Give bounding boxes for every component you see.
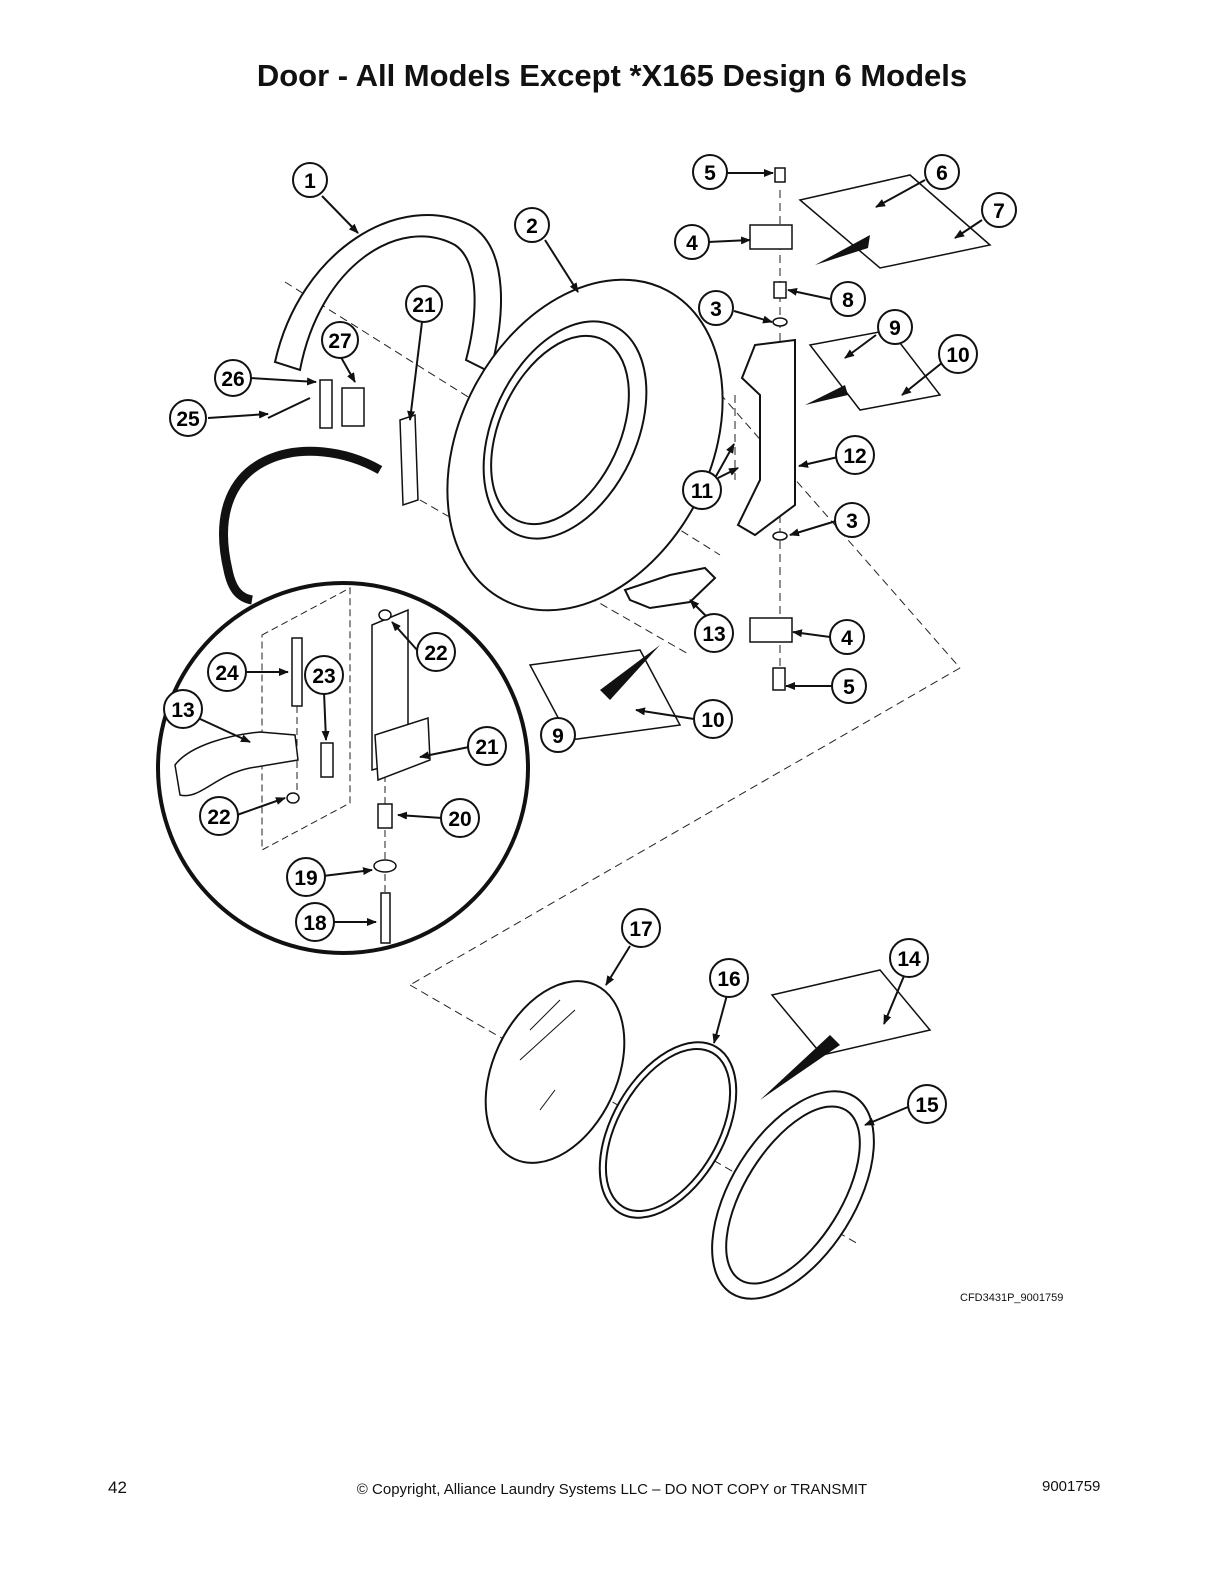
- svg-text:20: 20: [448, 808, 471, 831]
- callout-24: 24: [207, 652, 247, 692]
- callout-10-top: 10: [938, 334, 978, 374]
- callout-3-bottom: 3: [834, 502, 870, 538]
- callout-9-bottom: 9: [540, 717, 576, 753]
- svg-text:6: 6: [936, 162, 948, 185]
- callout-1: 1: [292, 162, 328, 198]
- callout-12: 12: [835, 435, 875, 475]
- svg-text:10: 10: [946, 344, 969, 367]
- callout-13-detail: 13: [163, 689, 203, 729]
- callout-3-top: 3: [698, 290, 734, 326]
- callout-2: 2: [514, 207, 550, 243]
- callout-4-top: 4: [674, 224, 710, 260]
- svg-text:13: 13: [702, 623, 725, 646]
- callout-20: 20: [440, 798, 480, 838]
- svg-text:14: 14: [897, 948, 921, 971]
- svg-text:13: 13: [171, 699, 194, 722]
- callouts: 1 2 5 6 7 4 8 3 9 10 21 27 26 25 12 11 3…: [163, 154, 1017, 1124]
- door-seal-part: [273, 214, 503, 374]
- svg-text:12: 12: [843, 445, 866, 468]
- callout-13-top: 13: [694, 613, 734, 653]
- latch-parts: [267, 379, 419, 507]
- svg-text:2: 2: [526, 215, 538, 238]
- callout-25: 25: [169, 399, 207, 437]
- document-number: 9001759: [1042, 1478, 1101, 1495]
- copyright-notice: © Copyright, Alliance Laundry Systems LL…: [356, 1481, 868, 1498]
- svg-text:5: 5: [704, 162, 716, 185]
- callout-5-top: 5: [692, 154, 728, 190]
- svg-text:4: 4: [686, 232, 698, 255]
- callout-21-top: 21: [405, 285, 443, 323]
- svg-text:16: 16: [717, 968, 740, 991]
- svg-text:27: 27: [328, 330, 351, 353]
- door-frame-part: [446, 278, 724, 612]
- callout-14: 14: [889, 938, 929, 978]
- callout-11: 11: [682, 470, 722, 510]
- svg-text:11: 11: [691, 480, 714, 503]
- svg-text:4: 4: [841, 627, 853, 650]
- page-number: 42: [108, 1478, 127, 1497]
- callout-17: 17: [621, 908, 661, 948]
- svg-text:22: 22: [424, 642, 447, 665]
- callout-5-bottom: 5: [831, 668, 867, 704]
- magnified-detail: [156, 446, 530, 955]
- svg-text:3: 3: [710, 298, 722, 321]
- callout-22-bottom: 22: [199, 796, 239, 836]
- callout-21-detail: 21: [467, 726, 507, 766]
- callout-27: 27: [321, 321, 359, 359]
- svg-text:22: 22: [207, 806, 230, 829]
- window-parts: [484, 980, 875, 1300]
- callout-6: 6: [924, 154, 960, 190]
- door-handle-part: [623, 566, 717, 610]
- hinge-plate-part: [736, 338, 796, 537]
- svg-text:23: 23: [312, 665, 335, 688]
- svg-text:9: 9: [889, 317, 901, 340]
- callout-16: 16: [709, 958, 749, 998]
- svg-text:7: 7: [993, 200, 1005, 223]
- svg-text:17: 17: [629, 918, 652, 941]
- svg-text:8: 8: [842, 289, 854, 312]
- callout-8: 8: [830, 281, 866, 317]
- callout-10-bottom: 10: [693, 699, 733, 739]
- svg-text:3: 3: [846, 510, 858, 533]
- callout-22-top: 22: [416, 632, 456, 672]
- svg-text:18: 18: [303, 912, 327, 935]
- callout-leaders: [197, 169, 983, 1126]
- svg-text:24: 24: [215, 662, 239, 685]
- svg-text:5: 5: [843, 676, 855, 699]
- callout-18: 18: [295, 902, 335, 942]
- callout-9-top: 9: [877, 309, 913, 345]
- svg-text:21: 21: [475, 736, 499, 759]
- callout-19: 19: [286, 857, 326, 897]
- svg-text:26: 26: [221, 368, 244, 391]
- svg-text:19: 19: [294, 867, 317, 890]
- figure-id: CFD3431P_9001759: [960, 1292, 1064, 1304]
- svg-text:1: 1: [304, 170, 316, 193]
- inset-pointers: [600, 235, 870, 1100]
- callout-4-bottom: 4: [829, 619, 865, 655]
- svg-text:15: 15: [915, 1094, 939, 1117]
- svg-text:25: 25: [176, 408, 200, 431]
- callout-23: 23: [304, 655, 344, 695]
- svg-text:9: 9: [552, 725, 564, 748]
- page-title: Door - All Models Except *X165 Design 6 …: [256, 58, 968, 93]
- svg-text:10: 10: [701, 709, 724, 732]
- callout-7: 7: [981, 192, 1017, 228]
- svg-text:21: 21: [412, 294, 436, 317]
- callout-15: 15: [907, 1084, 947, 1124]
- callout-26: 26: [214, 359, 252, 397]
